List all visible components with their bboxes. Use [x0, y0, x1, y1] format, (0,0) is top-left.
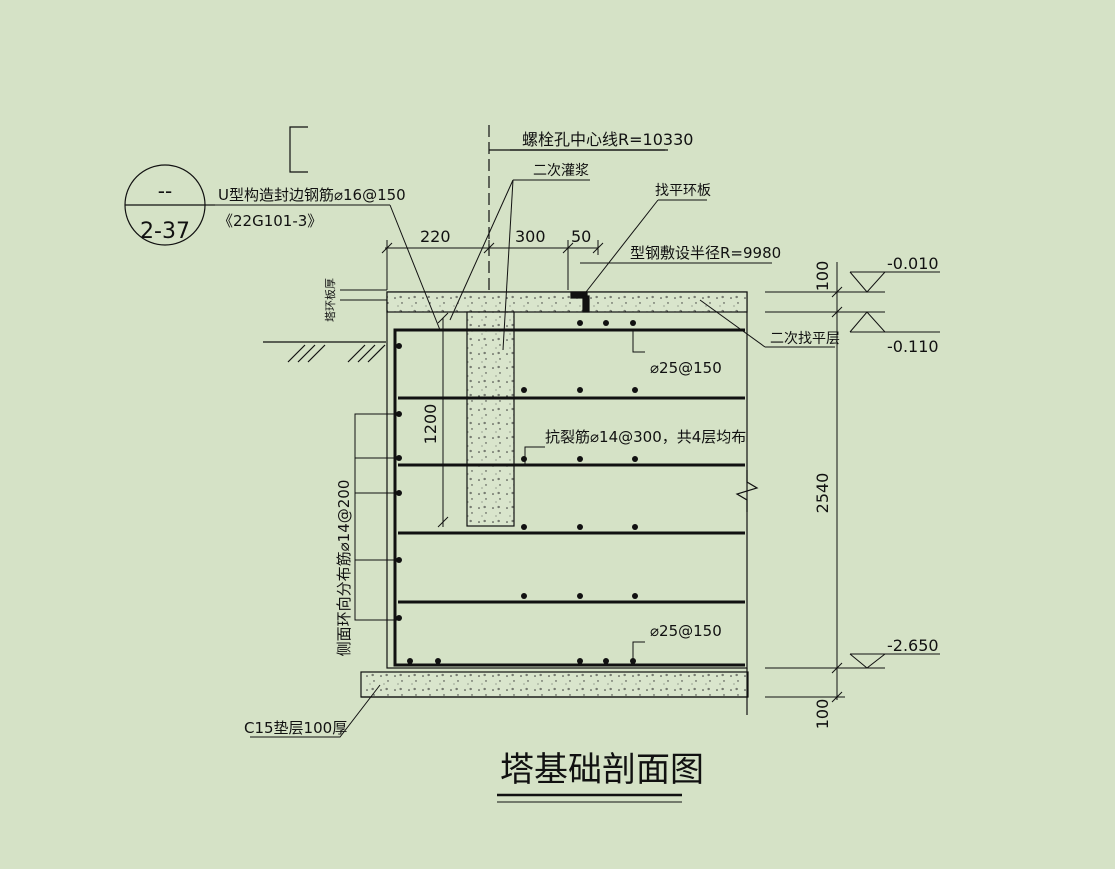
dim-50: 50: [571, 227, 591, 246]
dim-220: 220: [420, 227, 451, 246]
leveling-ring-label: 找平环板: [655, 183, 711, 199]
u-bar-label: U型构造封边钢筋⌀16@150: [218, 186, 406, 204]
break-line: [735, 470, 759, 512]
top-bars-label: ⌀25@150: [650, 359, 722, 377]
drawing-title: 塔基础剖面图: [500, 750, 704, 790]
cushion-label: C15垫层100厚: [244, 719, 347, 737]
grout-column: [466, 311, 515, 527]
rebar-group: [393, 328, 745, 667]
side-bars-label: 侧面环向分布筋⌀14@200: [335, 480, 353, 657]
elevation-top: -0.010: [887, 254, 939, 273]
leveling-layer: [386, 291, 748, 313]
cushion-layer: [360, 671, 749, 698]
dim-300: 300: [515, 227, 546, 246]
section-tag-bottom: 2-37: [140, 219, 190, 244]
u-bar-ref-label: 《22G101-3》: [218, 212, 322, 230]
dim-2540: 2540: [813, 473, 832, 514]
bottom-bars-label: ⌀25@150: [650, 622, 722, 640]
dim-100-top: 100: [813, 261, 832, 292]
secondary-grout-label: 二次灌浆: [533, 163, 589, 179]
rebar-dots: [396, 320, 638, 664]
dimension-lines: [340, 240, 940, 703]
secondary-leveling-label: 二次找平层: [770, 331, 840, 347]
section-tag-top: --: [158, 179, 172, 203]
leader-lines: [215, 179, 835, 738]
crack-bars-label: 抗裂筋⌀14@300，共4层均布: [545, 428, 746, 446]
dim-1200: 1200: [421, 404, 440, 445]
foundation-outline: [386, 291, 748, 669]
dim-100-bottom: 100: [813, 699, 832, 730]
bolt-center-label: 螺栓孔中心线R=10330: [522, 130, 693, 149]
steel-radius-label: 型钢敷设半径R=9980: [630, 244, 781, 262]
ring-thickness-label: 塔环板厚: [323, 278, 337, 322]
elevation-mid: -0.110: [887, 337, 939, 356]
elevation-bottom: -2.650: [887, 636, 939, 655]
section-cut-bracket: [289, 126, 308, 173]
